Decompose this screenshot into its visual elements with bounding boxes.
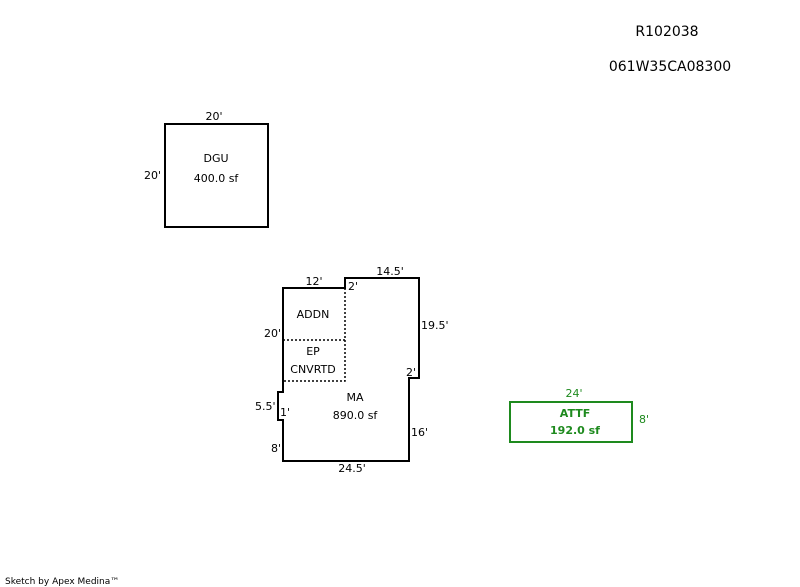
attf-area-label: 192.0 sf — [550, 424, 600, 437]
map-tax-lot: 061W35CA08300 — [609, 59, 731, 75]
dgu-code-label: DGU — [203, 152, 228, 165]
sketch-credit: Sketch by Apex Medina™ — [5, 577, 119, 587]
ma-inner-step-dimension: 2' — [348, 280, 358, 293]
dgu-left-dimension: 20' — [144, 169, 161, 182]
ma-left-mid-dimension: 5.5' — [255, 400, 276, 413]
addition-boundary — [283, 288, 346, 382]
dgu-area-label: 400.0 sf — [194, 172, 240, 185]
ma-code-label: MA — [346, 391, 363, 404]
dgu-top-dimension: 20' — [205, 110, 222, 123]
ma-top-right-dimension: 14.5' — [376, 265, 404, 278]
addn-code-label: ADDN — [297, 308, 330, 321]
attf-code-label: ATTF — [560, 407, 590, 420]
ma-area-label: 890.0 sf — [333, 409, 379, 422]
attf-outline — [509, 401, 633, 443]
attf-top-dimension: 24' — [565, 387, 582, 400]
ma-right-lower-dimension: 16' — [411, 426, 428, 439]
ma-notch-step-dimension: 2' — [406, 366, 416, 379]
ma-left-upper-dimension: 20' — [264, 327, 281, 340]
ep-code-label-line2: CNVRTD — [290, 363, 335, 376]
ep-code-label: EP — [306, 345, 320, 358]
attf-right-dimension: 8' — [639, 413, 649, 426]
ma-top-left-dimension: 12' — [305, 275, 322, 288]
ma-bottom-dimension: 24.5' — [338, 462, 366, 475]
ma-left-jog-dimension: 1' — [280, 406, 290, 419]
ma-right-upper-dimension: 19.5' — [421, 319, 449, 332]
account-id: R102038 — [635, 24, 698, 40]
ma-left-lower-dimension: 8' — [271, 442, 281, 455]
dgu-outline — [164, 123, 269, 228]
ma-outline — [277, 277, 420, 462]
